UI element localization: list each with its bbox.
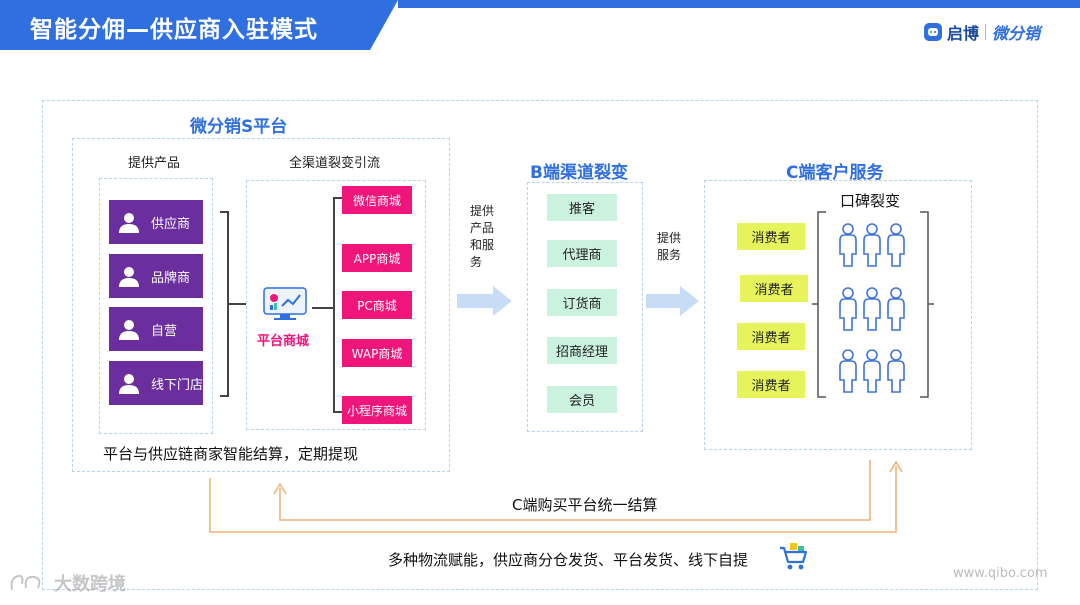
logistics-text: 多种物流赋能，供应商分仓发货、平台发货、线下自提 (388, 551, 749, 569)
b-item-tuike: 推客 (547, 194, 617, 221)
consumer: 消费者 (737, 223, 805, 250)
product-label: 品牌商 (151, 270, 191, 286)
c-settlement-text: C端购买平台统一结算 (512, 496, 658, 514)
channel-wap: WAP商城 (342, 339, 412, 367)
person-icon (119, 320, 139, 340)
channels-title: 全渠道裂变引流 (289, 156, 381, 171)
watermark-logo-icon (10, 574, 41, 591)
consumer: 消费者 (740, 275, 808, 302)
people-crowd (812, 211, 934, 398)
b-channel-title: B端渠道裂变 (530, 163, 628, 183)
arrow1-label: 提供产品和服务 (470, 204, 495, 269)
brand-separator (985, 24, 987, 40)
product-supplier: 供应商 (109, 200, 203, 244)
product-label: 线下门店 (151, 377, 204, 393)
title-banner (0, 0, 1080, 50)
channel-app: APP商城 (342, 244, 412, 272)
brand-icon (924, 23, 942, 41)
brand-logo: 启博 微分销 (923, 20, 1040, 44)
products-bracket (220, 211, 246, 397)
return-flow-lines (209, 460, 903, 533)
settlement-text: 平台与供应链商家智能结算，定期提现 (103, 445, 359, 463)
product-brand: 品牌商 (109, 254, 203, 298)
s-platform-title: 微分销S平台 (190, 117, 288, 137)
arrow-right-icon (646, 286, 699, 316)
channel-mini-program: 小程序商城 (342, 396, 412, 424)
hub-label: 平台商城 (257, 334, 310, 349)
arrow-right-icon (457, 286, 512, 316)
b-channel-box (527, 182, 643, 432)
b-item-orderer: 订货商 (547, 289, 617, 316)
product-label: 供应商 (151, 216, 191, 232)
b-item-recruit-manager: 招商经理 (547, 337, 617, 364)
person-icon (119, 267, 139, 287)
diagram-frame (42, 100, 1038, 590)
products-box (99, 178, 213, 434)
b-item-member: 会员 (547, 386, 617, 413)
channel-wechat: 微信商城 (342, 186, 412, 214)
word-of-mouth-title: 口碑裂变 (840, 192, 901, 210)
watermark-left: 大数跨境 (8, 570, 126, 596)
consumer: 消费者 (737, 323, 805, 350)
consumer: 消费者 (737, 371, 805, 398)
arrow2-label: 提供服务 (657, 231, 682, 262)
product-label: 自营 (151, 323, 178, 339)
watermark-right: www.qibo.com (953, 566, 1048, 581)
shopping-cart-icon (780, 543, 808, 570)
channels-bracket (312, 197, 342, 413)
b-item-agent: 代理商 (547, 240, 617, 267)
s-platform-box (72, 138, 450, 472)
brand-name: 启博 (947, 24, 980, 43)
channel-pc: PC商城 (342, 291, 412, 319)
products-title: 提供产品 (128, 156, 181, 171)
page-title: 智能分佣—供应商入驻模式 (30, 17, 318, 43)
dashboard-icon (263, 287, 307, 320)
watermark-left-text: 大数跨境 (54, 574, 126, 595)
product-offline-store: 线下门店 (109, 361, 203, 405)
c-service-box (704, 180, 972, 450)
product-self-operated: 自营 (109, 307, 203, 351)
person-icon (119, 213, 139, 233)
person-icon (119, 374, 139, 394)
brand-product: 微分销 (992, 24, 1041, 43)
c-service-title: C端客户服务 (786, 163, 884, 183)
channels-box (246, 180, 426, 430)
